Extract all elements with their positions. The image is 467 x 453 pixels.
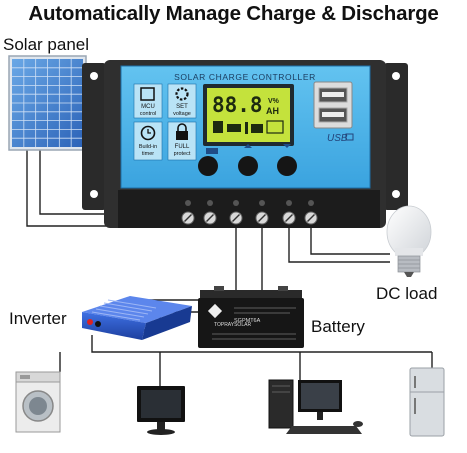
button-up: [238, 156, 258, 176]
terminal-block: [118, 190, 380, 228]
feature-protect: FULL protect: [167, 121, 197, 161]
led-bulb-icon: [386, 205, 432, 277]
wire-load-negative: [310, 222, 390, 255]
solar-panel-label: Solar panel: [3, 35, 90, 54]
temp-tag: [206, 148, 218, 154]
svg-text:protect: protect: [174, 151, 191, 157]
usb-icon: [345, 133, 354, 141]
svg-text:V%: V%: [268, 98, 280, 105]
headline: Automatically Manage Charge & Discharge: [28, 2, 439, 25]
svg-text:timer: timer: [142, 151, 154, 157]
usb-ports: USB: [313, 81, 354, 144]
svg-text:control: control: [140, 111, 157, 117]
desktop-computer-icon: [268, 379, 363, 434]
svg-text:AH: AH: [266, 106, 279, 116]
clock-icon: [140, 125, 156, 141]
wire-ac-bus: [91, 335, 432, 353]
chip-icon: [140, 87, 155, 101]
battery-label: Battery: [311, 317, 365, 336]
battery-brand: TOPRAYSOLAR: [214, 322, 251, 328]
solar-panel: [8, 55, 87, 151]
lcd-status-icons: [213, 120, 284, 134]
button-down: [277, 156, 297, 176]
inverter-icon: [82, 296, 192, 340]
monitor-icon: [137, 386, 185, 435]
controller-buttons: [198, 144, 297, 176]
battery-model: SGPMT6A: [234, 318, 261, 324]
lcd-display: 88.8 V% AH: [203, 84, 294, 146]
controller-title: SOLAR CHARGE CONTROLLER: [174, 72, 316, 82]
washing-machine-icon: [15, 371, 61, 433]
svg-text:SET: SET: [176, 104, 188, 110]
svg-text:Build-in: Build-in: [139, 144, 157, 150]
lcd-digits: 88.8: [212, 93, 263, 117]
dc-load-label: DC load: [376, 284, 438, 303]
gear-icon: [175, 87, 189, 101]
svg-text:FULL: FULL: [175, 144, 190, 150]
charge-controller: SOLAR CHARGE CONTROLLER MCU control SET …: [82, 60, 408, 228]
button-menu: [198, 156, 218, 176]
svg-text:voltage: voltage: [173, 111, 191, 117]
battery-icon: TOPRAYSOLAR SGPMT6A: [198, 286, 304, 348]
feature-timer: Build-in timer: [133, 121, 163, 161]
usb-label: USB: [327, 133, 348, 144]
feature-set-voltage: SET voltage: [167, 83, 197, 119]
feature-mcu: MCU control: [133, 83, 163, 119]
refrigerator-icon: [409, 367, 445, 437]
lock-icon: [176, 123, 188, 140]
wire-load-positive: [288, 222, 390, 263]
inverter-label: Inverter: [9, 309, 67, 328]
svg-text:MCU: MCU: [141, 104, 155, 110]
